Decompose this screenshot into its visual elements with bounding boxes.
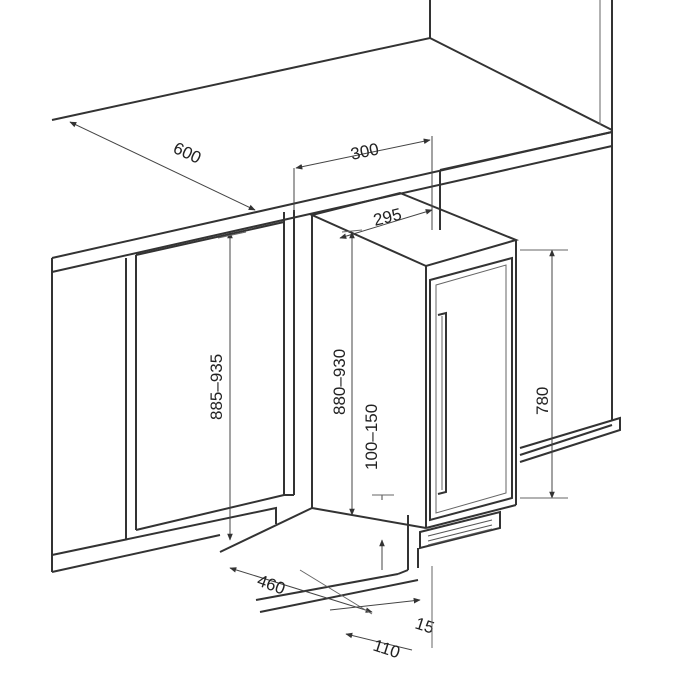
dim-label-110: 110	[371, 636, 403, 662]
floor-lines	[219, 507, 419, 613]
dim-label-100-150: 100–150	[362, 404, 381, 470]
dim-label-780: 780	[533, 387, 552, 415]
dimension-gap-15: 15	[329, 597, 437, 638]
dim-label-295: 295	[371, 205, 403, 230]
wine-cooler	[308, 191, 520, 550]
dimension-height-780: 780	[520, 249, 568, 499]
right-cabinet	[439, 131, 621, 463]
dim-label-880-930: 880–930	[330, 349, 349, 415]
dimension-plinth-110: 110	[345, 566, 433, 662]
dim-label-885-935: 885–935	[207, 354, 226, 420]
dimension-height-885-935: 885–935	[207, 231, 247, 541]
dimension-depth-600: 600	[69, 121, 256, 211]
dim-label-600: 600	[170, 138, 204, 167]
dimension-height-880-930: 880–930	[330, 229, 363, 516]
left-cabinets	[51, 210, 295, 573]
dim-label-300: 300	[349, 139, 381, 163]
dimension-height-100-150: 100–150	[362, 404, 394, 570]
dim-label-15: 15	[413, 614, 437, 638]
